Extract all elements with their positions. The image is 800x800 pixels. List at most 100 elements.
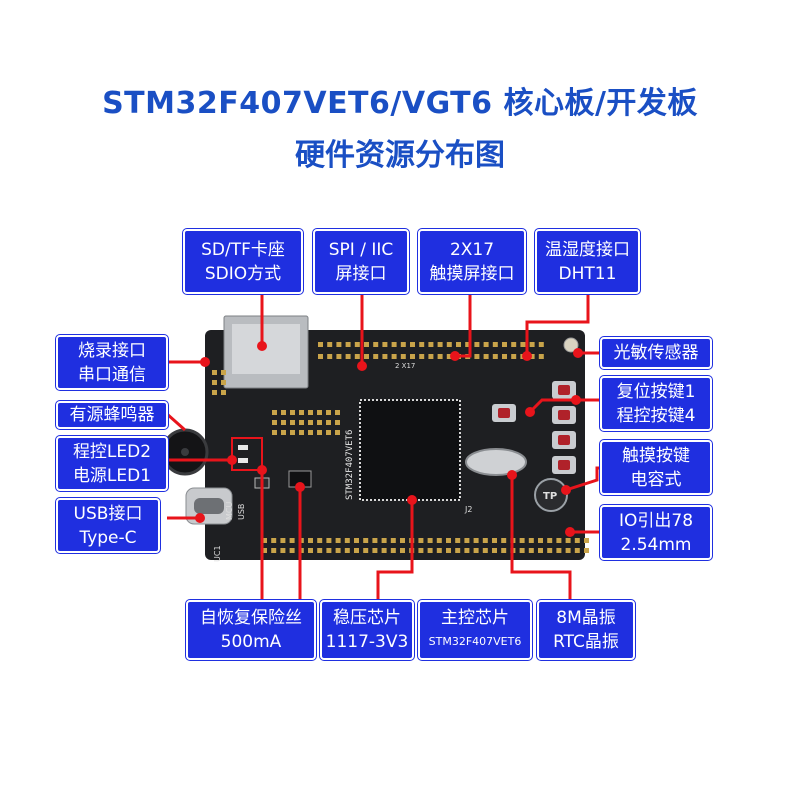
header-pin [317, 410, 322, 415]
header-pin [272, 410, 277, 415]
header-pin [281, 410, 286, 415]
header-pin [501, 548, 507, 553]
header-pin [528, 548, 534, 553]
header-pin [538, 538, 543, 543]
header-pin [427, 548, 433, 553]
header-pin [446, 354, 452, 359]
header-pin [327, 342, 333, 347]
header-pin [327, 354, 333, 359]
header-pin [410, 342, 415, 347]
chip-silkscreen: STM32F407VET6 [345, 430, 355, 500]
svg-text:UC1: UC1 [213, 545, 222, 562]
header-pin [290, 410, 295, 415]
header-pin [326, 420, 331, 425]
led-area [231, 437, 263, 471]
svg-text:J2: J2 [464, 505, 472, 514]
header-pin [317, 420, 322, 425]
header-pin [308, 420, 313, 425]
header-pin [364, 354, 369, 359]
header-pin [492, 342, 498, 347]
header-pin [345, 342, 351, 347]
header-pin [502, 342, 507, 347]
header-pin [446, 342, 452, 347]
header-pin [501, 538, 507, 543]
header-pin [280, 538, 286, 543]
header-pin [299, 430, 304, 435]
header-pin [492, 548, 497, 553]
leader-lines [166, 294, 600, 600]
header-pin [428, 342, 434, 347]
header-pin [363, 548, 369, 553]
header-pin [437, 342, 443, 347]
header-pin [419, 342, 425, 347]
header-pin [520, 342, 526, 347]
header-pin [336, 354, 342, 359]
header-pin [354, 548, 359, 553]
header-pin [372, 538, 378, 543]
header-pin [464, 548, 470, 553]
svg-text:2 X17: 2 X17 [395, 362, 415, 370]
header-pin [391, 342, 397, 347]
header-pin [212, 390, 217, 395]
header-pin [272, 420, 277, 425]
header-pin [436, 538, 442, 543]
header-pin [400, 354, 406, 359]
header-pin [519, 538, 525, 543]
header-pin [419, 354, 425, 359]
button-group [492, 381, 576, 474]
header-pin [326, 410, 331, 415]
header-pin [308, 538, 313, 543]
header-pin [547, 548, 553, 553]
header-pin [556, 548, 562, 553]
header-pin [502, 354, 507, 359]
header-pin [354, 538, 359, 543]
header-pin [511, 342, 517, 347]
header-pin [465, 342, 471, 347]
header-pin [281, 430, 286, 435]
header-pin [372, 548, 378, 553]
header-pin [538, 548, 543, 553]
header-pin [345, 354, 351, 359]
header-pin [299, 420, 304, 425]
header-pin [400, 548, 405, 553]
header-pin [410, 354, 415, 359]
header-pin [317, 548, 323, 553]
header-pin [390, 548, 396, 553]
header-pin [418, 538, 424, 543]
header-pin [335, 548, 341, 553]
header-pin [456, 342, 461, 347]
header-pin [326, 538, 332, 543]
header-pin [354, 354, 360, 359]
header-pin [474, 342, 480, 347]
header-pin [363, 538, 369, 543]
header-pin [482, 548, 488, 553]
header-pin [547, 538, 553, 543]
header-pin [584, 538, 589, 543]
label-light-sensor: 光敏传感器 [600, 337, 712, 369]
header-pin [391, 354, 397, 359]
header-pin [482, 538, 488, 543]
header-pin [381, 548, 387, 553]
header-pin [574, 548, 580, 553]
header-pin [390, 538, 396, 543]
header-pin [280, 548, 286, 553]
header-pin [565, 548, 571, 553]
label-buzzer: 有源蜂鸣器 [56, 401, 168, 429]
header-pin [473, 538, 479, 543]
header-pin [400, 538, 405, 543]
header-pin [326, 430, 331, 435]
header-pin [464, 538, 470, 543]
header-pin [446, 538, 451, 543]
header-pin [290, 430, 295, 435]
header-pin [281, 420, 286, 425]
main-title: STM32F407VET6/VGT6 核心板/开发板 [102, 86, 698, 121]
header-pin [492, 538, 497, 543]
header-pin [519, 548, 525, 553]
light-sensor [563, 337, 579, 353]
